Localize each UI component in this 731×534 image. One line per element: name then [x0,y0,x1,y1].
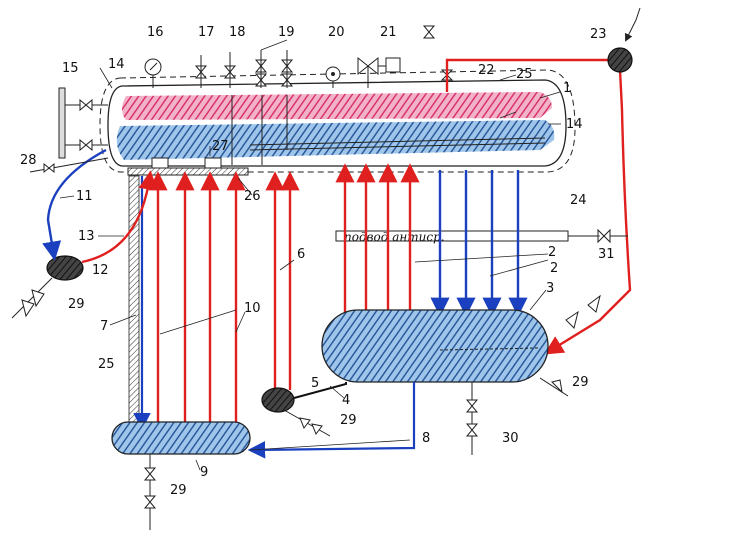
label-26: 26 [244,189,261,204]
label-20: 20 [328,25,345,40]
label-1: 1 [563,81,571,96]
return-line-8 [247,382,416,459]
label-7: 7 [100,319,108,334]
label-27: 27 [212,139,229,154]
label-6: 6 [297,247,305,262]
pump-12 [11,148,158,319]
label-25: 25 [516,67,533,82]
vessel-3 [321,309,569,455]
label-2b: 2 [550,261,558,276]
riser-pipes-left [128,171,246,431]
label-30: 30 [502,431,519,446]
label-8: 8 [422,431,430,446]
label-15: 15 [62,61,79,76]
label-11: 11 [76,189,93,204]
label-2: 2 [548,245,556,260]
label-28: 28 [20,153,37,168]
label-12: 12 [92,263,109,278]
label-29a: 29 [68,297,85,312]
label-14: 14 [108,57,125,72]
label-19: 19 [278,25,295,40]
label-31: 31 [598,247,615,262]
label-16: 16 [147,25,164,40]
label-4: 4 [342,393,350,408]
label-3: 3 [546,281,554,296]
riser-pipes-6 [265,171,300,390]
labels: 1 2 2 3 4 5 6 7 8 9 10 11 12 13 14 14 15… [20,25,615,498]
label-29d: 29 [170,483,187,498]
label-13: 13 [78,229,95,244]
label-17: 17 [198,25,215,40]
label-29c: 29 [572,375,589,390]
label-29b: 29 [340,413,357,428]
drain-28 [29,157,109,174]
riser-pipes-right [335,163,528,317]
label-22: 22 [478,63,495,78]
label-25b: 25 [98,357,115,372]
antiscale-label: подвод антиср. [344,230,445,244]
header-9 [111,421,251,530]
label-9: 9 [200,465,208,480]
label-21: 21 [380,25,397,40]
label-5: 5 [311,376,319,391]
top-instruments [144,25,454,88]
red-steam-loop [445,7,641,355]
antiscale-feed-line: подвод антиср. [335,228,628,244]
label-24: 24 [570,193,587,208]
label-10: 10 [244,301,261,316]
separator-23 [607,47,633,73]
label-14b: 14 [566,117,583,132]
end-flange [58,87,108,159]
main-drum [99,69,576,173]
label-18: 18 [229,25,246,40]
pump-5 [261,382,347,437]
label-23: 23 [590,27,607,42]
leader-lines [59,67,600,471]
